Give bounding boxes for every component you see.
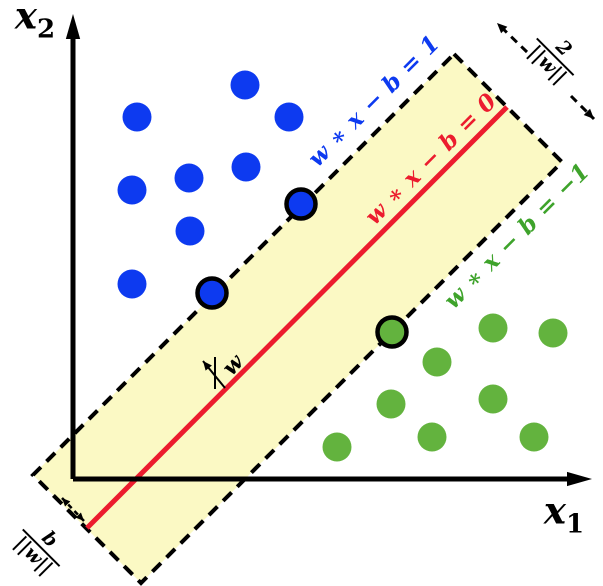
class2-data-point — [519, 422, 549, 452]
margin-width-arrowhead-icon — [583, 108, 594, 119]
class1-data-point — [230, 70, 260, 100]
y-axis-arrowhead-icon — [65, 14, 81, 39]
class2-data-point — [417, 422, 447, 452]
w-vector-arrowhead-icon — [203, 361, 212, 371]
x2-axis-letter: x — [14, 0, 37, 38]
class1-data-point — [175, 216, 205, 246]
class2-data-point — [478, 313, 508, 343]
class1-data-point — [117, 175, 147, 205]
margin-band-dashed-border — [30, 51, 565, 586]
class2-support-vector-point — [375, 315, 409, 349]
class2-data-point — [322, 432, 352, 462]
x1-axis-subscript: 1 — [565, 509, 585, 540]
class2-data-point — [478, 384, 508, 414]
class1-data-point — [231, 152, 261, 182]
bias-offset-arrowhead-icon — [62, 498, 71, 507]
class2-data-point — [538, 318, 568, 348]
class1-data-point — [122, 102, 152, 132]
class1-data-point — [274, 102, 304, 132]
x1-axis-letter: x — [543, 488, 566, 533]
class1-support-vector-point — [195, 276, 229, 310]
bias-offset-arrowhead-icon — [75, 512, 84, 521]
class2-data-point — [376, 389, 406, 419]
x-axis-arrowhead-icon — [567, 471, 592, 487]
decision-boundary-line — [85, 105, 509, 530]
margin-width-arrowhead-icon — [497, 23, 508, 34]
margin-width-arrow-segment — [569, 94, 596, 121]
class1-data-point — [174, 163, 204, 193]
x1-axis-label: x1 — [544, 492, 585, 540]
class2-data-point — [422, 347, 452, 377]
x2-axis-subscript: 2 — [36, 14, 56, 45]
class1-support-vector-point — [284, 187, 318, 221]
class1-data-point — [117, 269, 147, 299]
x2-axis-label: x2 — [15, 0, 55, 43]
